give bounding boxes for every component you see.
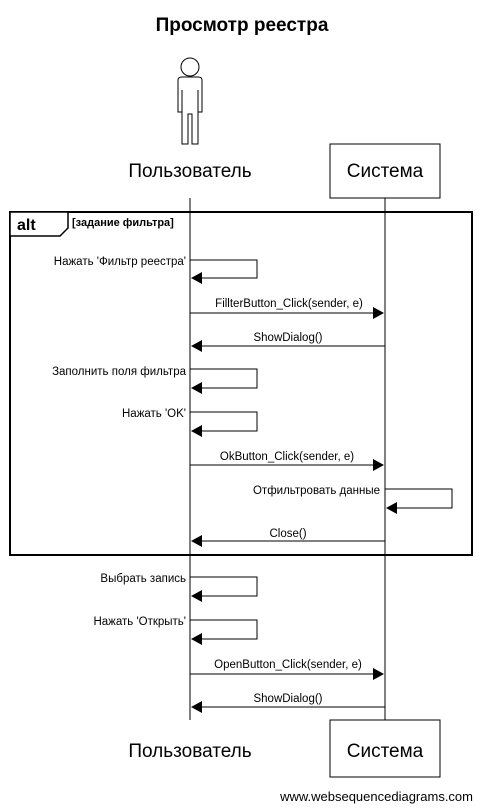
watermark-text: www.websequencediagrams.com xyxy=(279,789,473,804)
system-participant-box-top xyxy=(329,143,441,199)
self-message-arrow-10 xyxy=(190,619,258,645)
self-message-arrow-7 xyxy=(385,488,453,514)
alt-fragment-frame xyxy=(9,211,473,556)
self-message-arrow-4 xyxy=(190,368,258,394)
user-participant-label-top: Пользователь xyxy=(128,161,251,182)
self-message-arrow-5 xyxy=(190,411,258,437)
alt-fragment-condition: [задание фильтра] xyxy=(72,217,174,229)
self-message-arrow-1 xyxy=(190,259,258,284)
alt-fragment-keyword: alt xyxy=(17,217,36,234)
message-label-5: Нажать 'OK' xyxy=(122,408,186,420)
message-label-9: Выбрать запись xyxy=(100,573,186,585)
message-label-3: ShowDialog() xyxy=(253,332,322,344)
message-label-8: Close() xyxy=(269,528,306,540)
system-participant-box-bottom xyxy=(329,719,441,778)
message-label-2: FillterButton_Click(sender, e) xyxy=(215,298,363,310)
message-label-7: Отфильтровать данные xyxy=(253,485,380,497)
stick-figure-icon xyxy=(177,57,203,145)
message-label-12: ShowDialog() xyxy=(253,693,322,705)
message-label-11: OpenButton_Click(sender, e) xyxy=(214,659,362,671)
message-label-1: Нажать 'Фильтр реестра' xyxy=(54,256,186,268)
message-label-6: OkButton_Click(sender, e) xyxy=(220,451,354,463)
system-participant-label-bottom: Система xyxy=(347,741,424,762)
message-label-4: Заполнить поля фильтра xyxy=(52,366,187,378)
user-participant-label-bottom: Пользователь xyxy=(128,741,251,762)
self-message-arrow-9 xyxy=(190,576,258,602)
message-label-10: Нажать 'Открыть' xyxy=(93,616,186,628)
system-participant-label-top: Система xyxy=(347,161,424,182)
diagram-title: Просмотр реестра xyxy=(156,15,329,36)
alt-fragment-tab xyxy=(9,211,69,237)
